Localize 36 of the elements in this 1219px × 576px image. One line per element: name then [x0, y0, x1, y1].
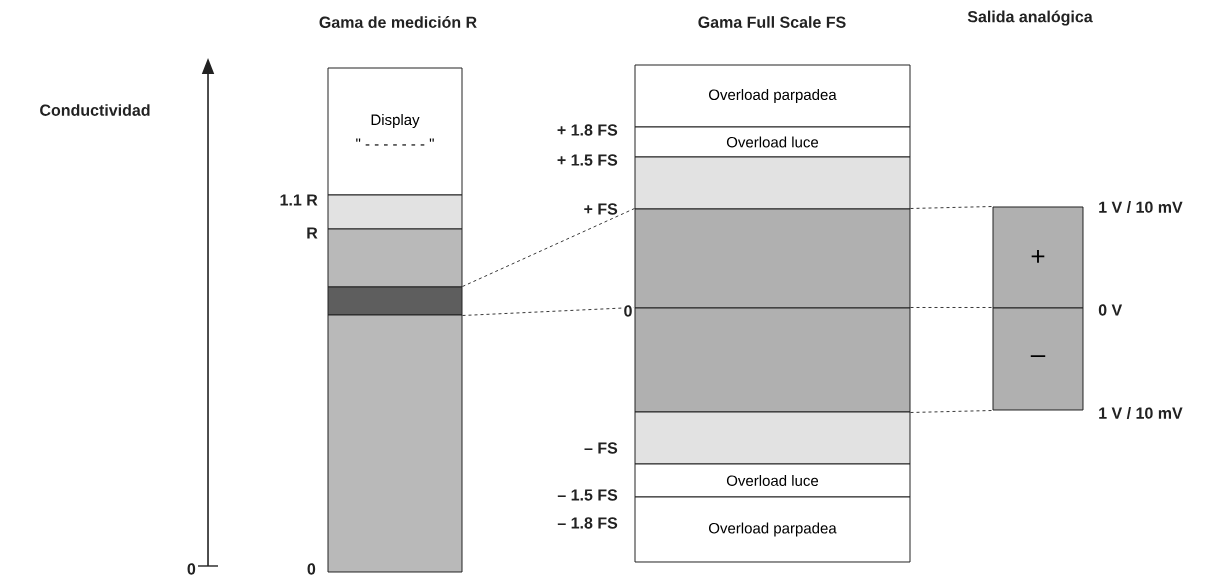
- scale-label: 1.1 R: [280, 194, 318, 206]
- dashed-line: [910, 206, 993, 209]
- scale-label: 0: [307, 563, 316, 575]
- dashed-line: [910, 410, 993, 413]
- range-band: [327, 286, 463, 316]
- dashed-line: [910, 307, 993, 308]
- column-title: Gama Full Scale FS: [698, 16, 846, 28]
- voltage-label: 1 V / 10 mV: [1099, 407, 1183, 419]
- scale-label: – 1.8 FS: [557, 517, 618, 529]
- output-band: +: [992, 206, 1084, 309]
- range-band: [327, 228, 463, 288]
- display-band: Display " - - - - - - - ": [327, 67, 463, 196]
- overload-band: Overload parpadea: [634, 496, 911, 563]
- scale-label: + 1.5 FS: [557, 154, 618, 166]
- voltage-label: 0 V: [1098, 304, 1123, 316]
- scale-label: – FS: [584, 442, 618, 454]
- scale-band: [634, 307, 911, 413]
- scale-band: [634, 411, 911, 465]
- scale-label: + FS: [584, 203, 618, 215]
- voltage-label: 1 V / 10 mV: [1099, 201, 1183, 213]
- scale-label: R: [307, 227, 318, 239]
- range-band: [327, 314, 463, 573]
- scale-label: – 1.5 FS: [557, 489, 618, 501]
- scale-label: + 1.8 FS: [557, 124, 618, 136]
- overload-band: Overload luce: [634, 463, 911, 498]
- axis-title: Conductividad: [40, 104, 150, 116]
- column-title: Salida analógica: [967, 10, 1093, 26]
- range-band: [327, 194, 463, 230]
- overload-band: Overload luce: [634, 126, 911, 158]
- scale-band: [634, 156, 911, 210]
- dashed-line: [462, 208, 635, 287]
- axis-label: 0: [187, 563, 196, 575]
- output-band: –: [992, 307, 1084, 411]
- scale-label: 0: [622, 304, 634, 318]
- scale-band: [634, 208, 911, 309]
- column-title: Gama de medición R: [319, 16, 477, 28]
